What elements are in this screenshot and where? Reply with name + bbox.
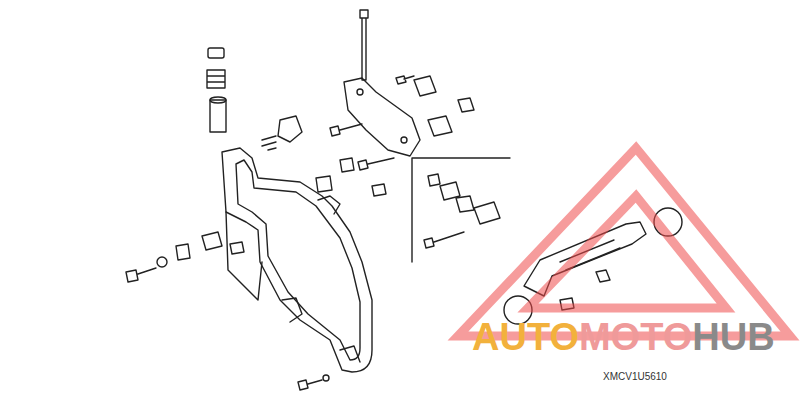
frame-post [226,212,262,300]
nut [596,270,610,282]
bolt [358,158,394,170]
collar [474,202,500,224]
bolt [424,232,464,248]
rubber-mount [316,176,332,192]
rubber-mount [207,70,225,88]
washer [157,257,167,267]
nut [340,158,354,172]
bolt [330,124,362,136]
watermark-word: AUTO [472,318,579,356]
washer [323,375,329,381]
frame-outer [222,148,372,372]
collar [456,196,474,212]
watermark-word: HUB [692,318,774,356]
collar [428,116,452,136]
nut [428,174,440,186]
watermark-logo [458,148,790,336]
watermark-word: MOTO [579,318,692,356]
frame-tab [318,196,340,214]
bolt [396,76,414,84]
lock [278,116,302,142]
inset-bracket [412,158,510,262]
reflector-stay [524,222,646,296]
collar [202,232,222,250]
frame-inner [236,160,360,360]
washer [458,98,474,112]
watermark-triangle [458,148,790,336]
hole [401,137,407,143]
long-bolt [360,10,368,80]
key [262,136,276,150]
bolt [126,268,156,282]
nut [372,184,386,196]
collar [210,100,226,132]
hole [357,89,363,95]
rubber-mount [176,244,190,260]
frame-tab [282,298,302,322]
part-code: XMCV1U5610 [603,372,667,382]
collar [414,76,436,96]
watermark-triangle-inner [528,196,726,308]
collar-end [210,97,226,103]
bolt [298,380,322,390]
nut [230,242,244,254]
frame-tab [340,346,360,362]
mount-bracket [344,78,420,156]
nut [208,48,224,58]
